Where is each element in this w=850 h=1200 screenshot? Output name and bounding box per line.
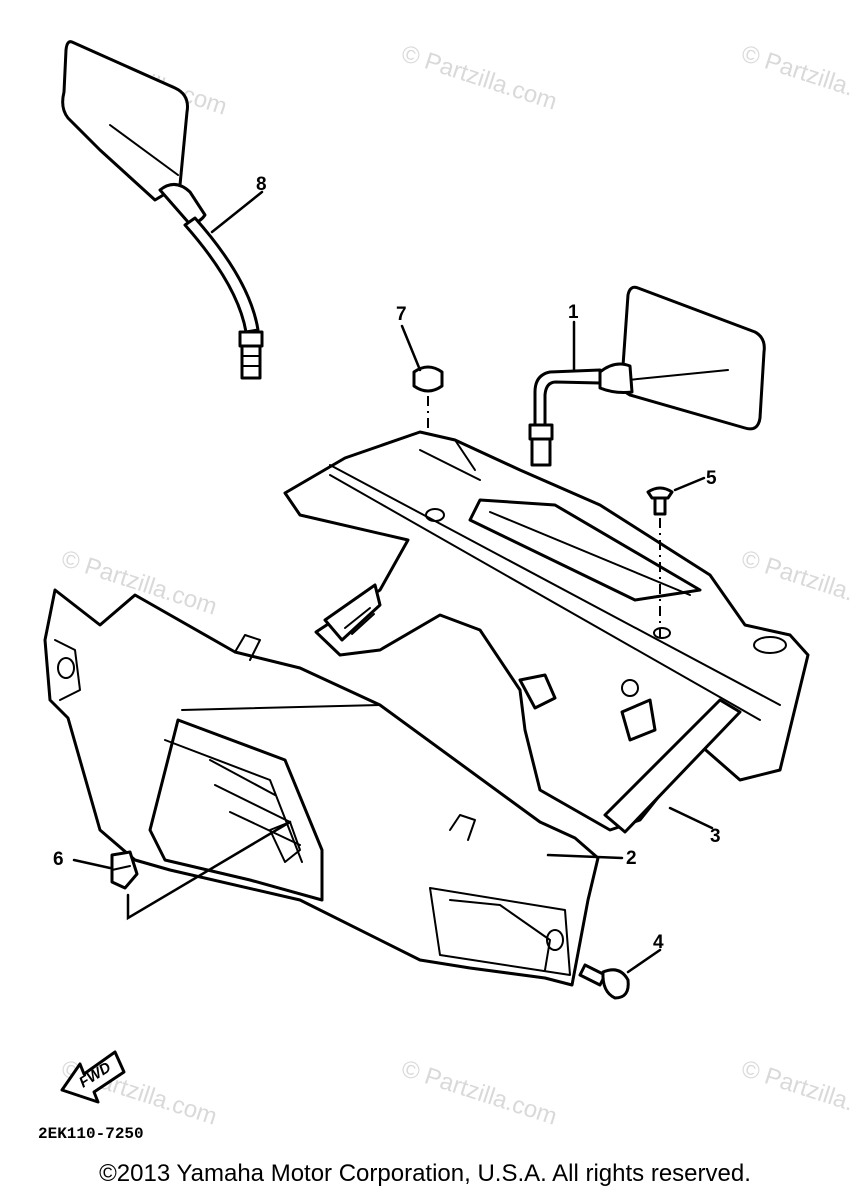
handlebar-cover-inner-part-3: [283, 430, 810, 834]
watermark: © Partzilla.com: [398, 1055, 560, 1131]
clip-nut-part-6: [110, 850, 139, 890]
watermark: © Partzilla.com: [398, 40, 560, 116]
watermark: © Partzilla.com: [738, 1055, 850, 1131]
callout-labels: 1 2 3 4 5 6 7 8: [53, 174, 721, 953]
callout-6: 6: [53, 849, 64, 870]
diagram-code: 2EK110-7250: [38, 1125, 144, 1143]
callout-5: 5: [706, 468, 717, 489]
callout-8: 8: [256, 174, 267, 195]
watermark: © Partzilla.com: [738, 545, 850, 621]
callout-1: 1: [568, 302, 579, 323]
callout-7: 7: [396, 304, 407, 325]
bolt-part-4: [578, 963, 630, 1000]
screw-part-5: [646, 486, 674, 640]
cap-part-7: [412, 365, 444, 450]
callout-3: 3: [710, 826, 721, 847]
watermark: © Partzilla.com: [738, 40, 850, 116]
callout-4: 4: [653, 932, 664, 953]
copyright-notice: ©2013 Yamaha Motor Corporation, U.S.A. A…: [99, 1160, 751, 1187]
handlebar-cover-outer-part-2: [43, 588, 600, 987]
callout-2: 2: [626, 848, 637, 869]
mirror-left-part-8: [61, 40, 264, 380]
mirror-right-part-1: [528, 285, 766, 467]
leader-lines: [72, 190, 714, 974]
